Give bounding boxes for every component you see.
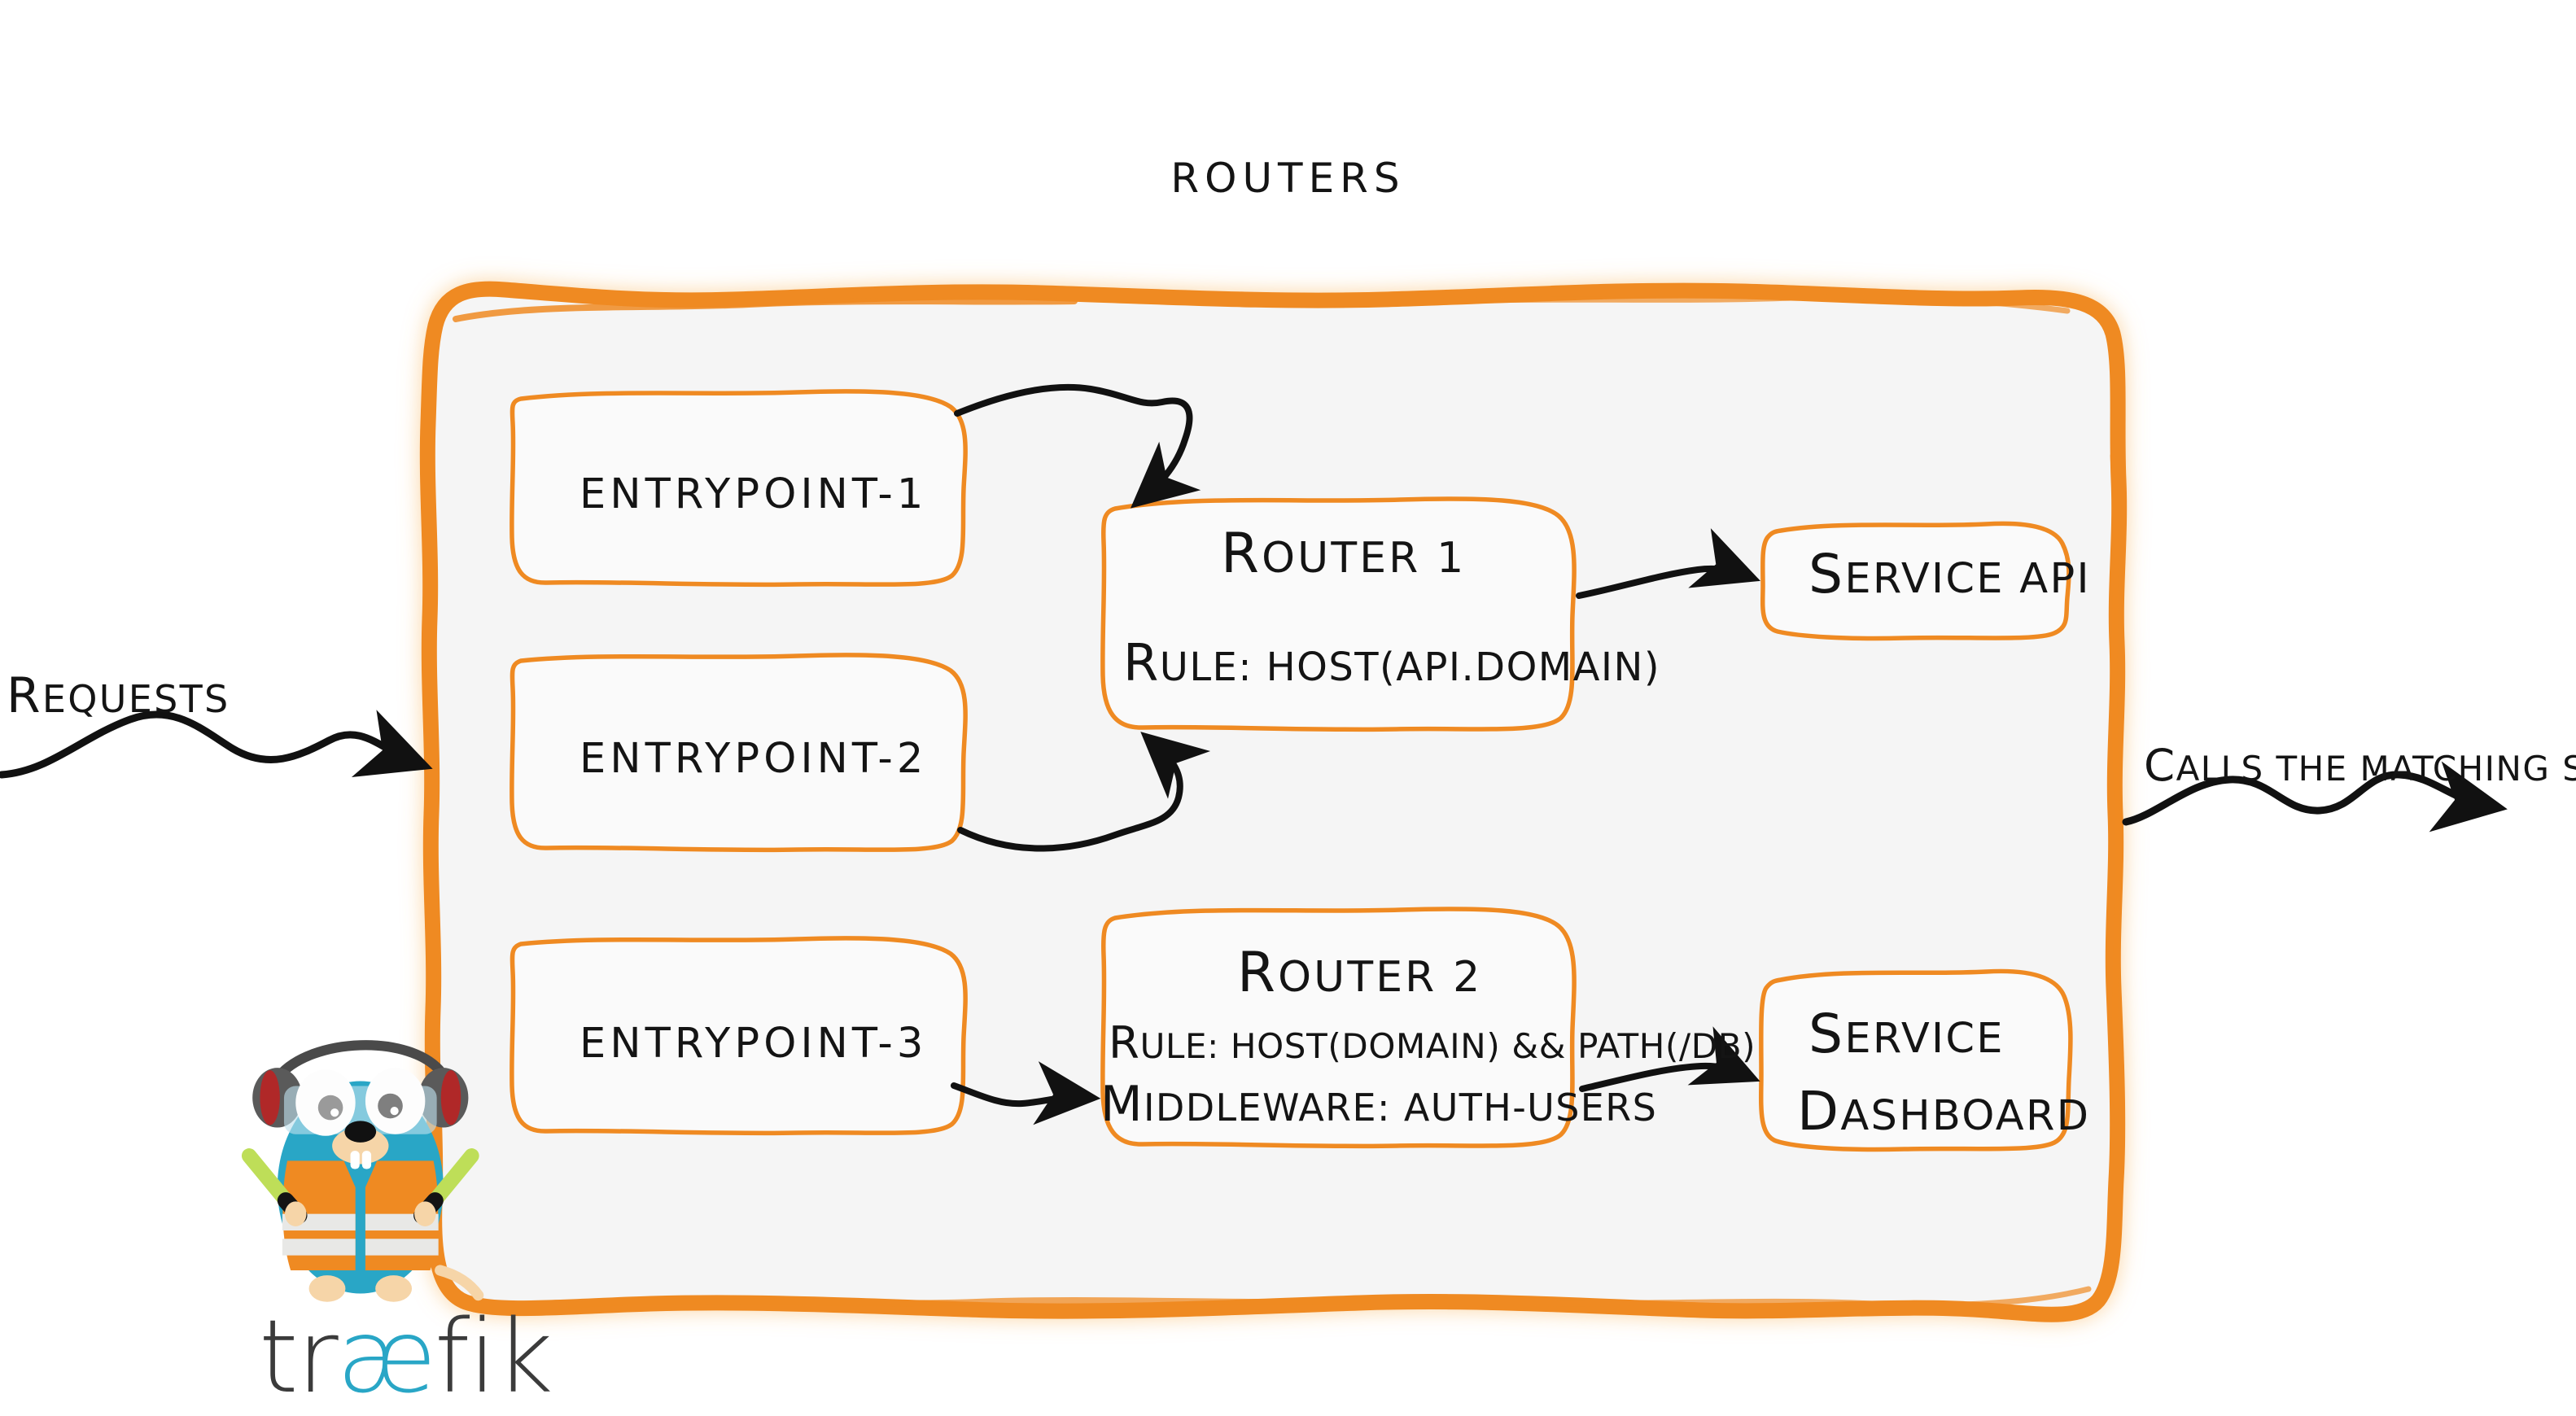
entrypoint-label-2: entrypoint-2 [579,735,928,783]
page-title: Routers [1170,155,1406,202]
wordmark-part-1: tr [259,1299,339,1416]
wordmark-part-3: fik [434,1299,553,1416]
router-2-rule: rule: Host(domain) && Path(/db) [1109,1016,1756,1069]
arrow-ep1-to-router1 [954,383,1201,509]
router-1-rule: rule: Host(api.domain) [1123,633,1661,693]
router-2-middleware: Middleware: auth-users [1100,1076,1658,1133]
entrypoint-label-1: entrypoint-1 [579,470,928,518]
traefik-wordmark: træfik [259,1307,553,1408]
wordmark-part-ae: æ [336,1299,436,1416]
router-2-name: Router 2 [1237,940,1483,1004]
service-dashboard-label-line2: Dashboard [1797,1079,2091,1143]
incoming-requests-label: Requests [7,667,230,724]
traefik-gopher-logo [241,1040,484,1302]
arrow-router1-to-service-api [1576,528,1760,599]
routers-panel [419,281,2128,1322]
outgoing-calls-label: Calls the matching server [2144,739,2576,791]
entrypoint-label-3: entrypoint-3 [579,1020,928,1068]
router-1-name: Router 1 [1221,521,1467,585]
arrow-ep3-to-router2 [951,1061,1101,1125]
service-dashboard-label-line1: Service [1808,1002,2005,1065]
arrow-ep2-to-router1 [957,732,1211,852]
service-api-label: Service API [1808,542,2091,605]
